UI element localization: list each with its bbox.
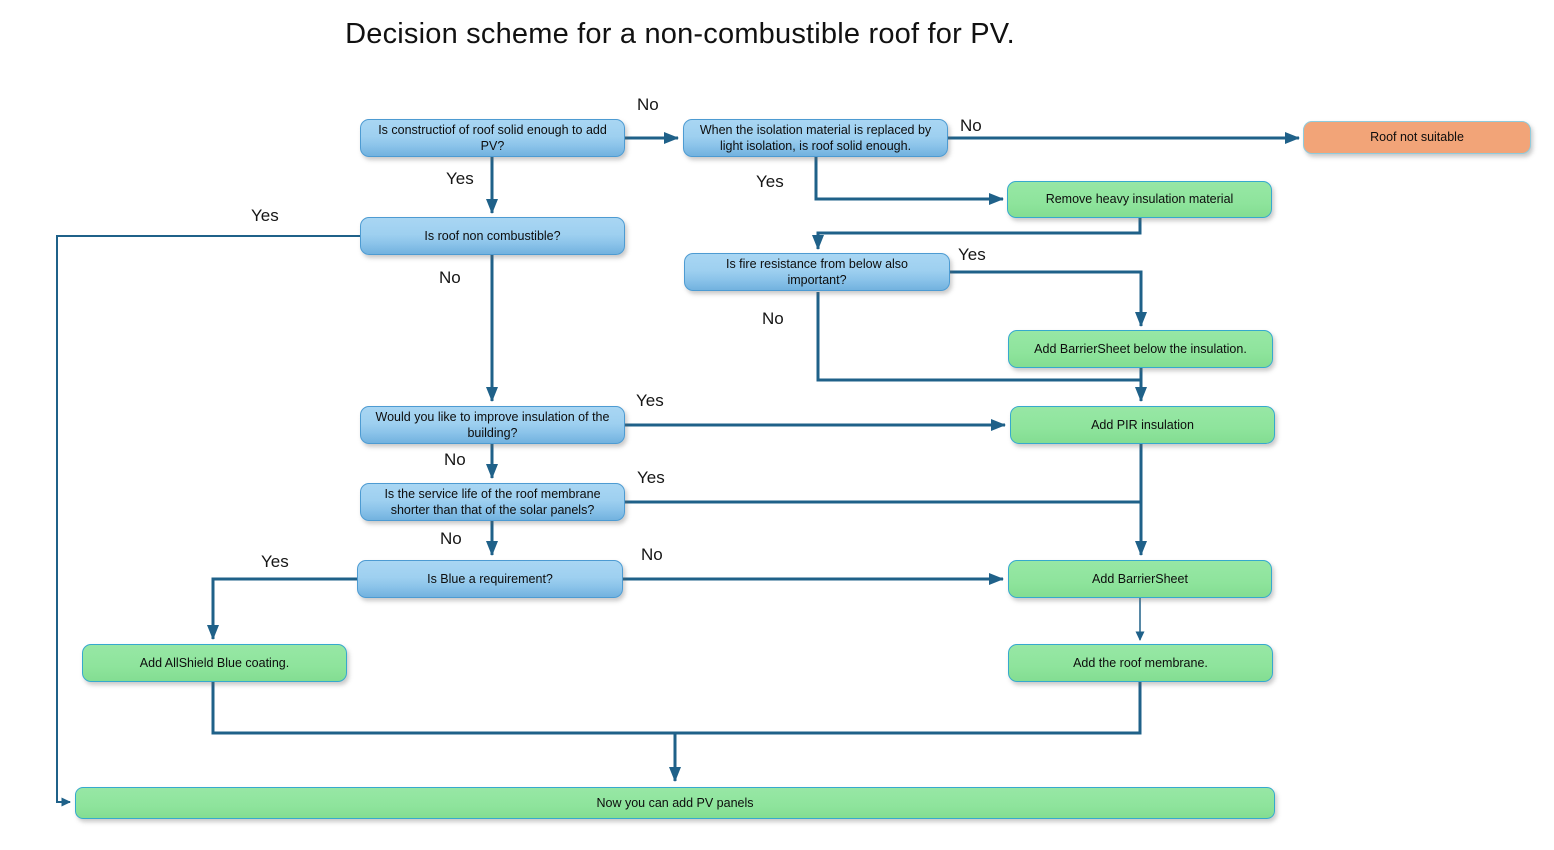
edge-noncombustible-yes	[56, 235, 360, 807]
node-add-pv-panels: Now you can add PV panels	[75, 787, 1275, 819]
edge-membrane-to-pv	[676, 682, 1142, 735]
edge-label-noncombustible-yes: Yes	[251, 206, 279, 225]
edge-label-service-no: No	[440, 529, 462, 548]
edge-label-solid-yes: Yes	[446, 169, 474, 188]
edge-label-noncombustible-no: No	[439, 268, 461, 287]
node-q-service-life: Is the service life of the roof membrane…	[360, 483, 625, 521]
node-add-allshield-blue: Add AllShield Blue coating.	[82, 644, 347, 682]
edge-label-service-yes: Yes	[637, 468, 665, 487]
edge-fire-yes	[950, 270, 1147, 327]
edge-allshield-to-pv	[211, 682, 681, 782]
node-add-roof-membrane: Add the roof membrane.	[1008, 644, 1273, 682]
edge-label-insulation-yes: Yes	[636, 391, 664, 410]
node-add-pir-insulation: Add PIR insulation	[1010, 406, 1275, 444]
edge-label-light-yes: Yes	[756, 172, 784, 191]
edge-label-blue-yes: Yes	[261, 552, 289, 571]
node-roof-not-suitable: Roof not suitable	[1303, 121, 1531, 154]
node-add-barriersheet: Add BarrierSheet	[1008, 560, 1272, 598]
edge-label-fire-no: No	[762, 309, 784, 328]
node-q-blue-requirement: Is Blue a requirement?	[357, 560, 623, 598]
diagram-title: Decision scheme for a non-combustible ro…	[345, 18, 1015, 50]
edge-label-light-no: No	[960, 116, 982, 135]
node-q-non-combustible: Is roof non combustible?	[360, 217, 625, 255]
node-q-improve-insulation: Would you like to improve insulation of …	[360, 406, 625, 444]
node-add-barriersheet-below: Add BarrierSheet below the insulation.	[1008, 330, 1273, 368]
edge-light-yes	[814, 157, 1004, 205]
edge-label-insulation-no: No	[444, 450, 466, 469]
edge-label-blue-no: No	[641, 545, 663, 564]
edge-label-solid-no: No	[637, 95, 659, 114]
node-q-fire-resistance: Is fire resistance from below also impor…	[684, 253, 950, 291]
edge-blue-yes	[207, 577, 357, 640]
node-q-light-isolation: When the isolation material is replaced …	[683, 119, 948, 157]
edge-label-fire-yes: Yes	[958, 245, 986, 264]
node-remove-heavy-insulation: Remove heavy insulation material	[1007, 181, 1272, 218]
node-q-roof-solid: Is constructiof of roof solid enough to …	[360, 119, 625, 157]
